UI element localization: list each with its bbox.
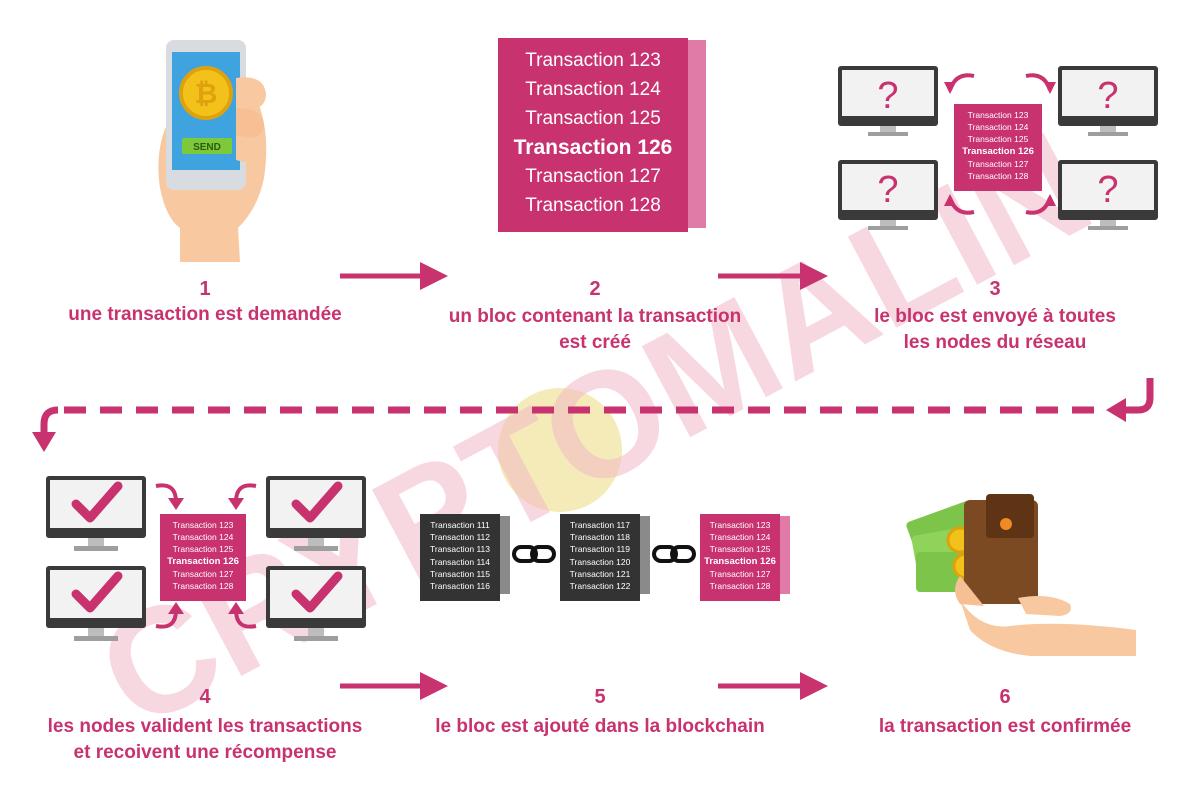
chain-block-shadow [780,516,790,594]
node-monitor-validated [266,566,366,641]
question-icon: ? [1097,169,1118,211]
check-icon [291,571,343,613]
step-4-caption: les nodes valident les transactions et r… [20,714,390,766]
block-transaction: Transaction 120 [569,556,631,567]
validation-arrows [155,483,257,629]
block-transaction: Transaction 118 [569,532,630,543]
step-2-caption-line: un bloc contenant la transaction [448,306,742,327]
block-transaction: Transaction 111 [430,520,490,530]
broadcast-block: Transaction 123 Transaction 124 Transact… [954,104,1042,191]
step-1-caption-line: une transaction est demandée [68,304,342,325]
step-1-caption: une transaction est demandée [40,302,370,328]
block-transaction: Transaction 127 [709,568,771,579]
wallet-hand-illustration [906,494,1136,656]
block-transaction: Transaction 125 [709,544,771,555]
block-transaction: Transaction 128 [172,581,234,592]
step-3-caption-line: le bloc est envoyé à toutes [874,306,1116,327]
block-transaction: Transaction 116 [429,581,490,592]
step-1-number: 1 [199,278,211,300]
step-4-caption-line: les nodes valident les transactions [47,716,363,737]
block-transaction: Transaction 121 [569,568,631,579]
broadcast-arrows [944,73,1056,215]
block-transaction: Transaction 128 [525,195,661,216]
step-2-number: 2 [589,278,601,300]
check-icon [71,571,123,613]
new-block: Transaction 123 Transaction 124 Transact… [498,38,688,232]
block-transaction: Transaction 119 [569,544,630,555]
step-5-number: 5 [594,686,606,708]
step-3-caption-line: les nodes du réseau [903,332,1087,353]
hand-phone-illustration: ₿ SEND [158,40,267,262]
chain-link-icon [512,545,556,563]
step-2-caption: un bloc contenant la transaction est cré… [420,304,770,356]
validated-block: Transaction 123 Transaction 124 Transact… [160,514,246,601]
svg-text:₿: ₿ [195,78,218,109]
chain-block: Transaction 111 Transaction 112 Transact… [420,514,500,601]
block-transaction: Transaction 124 [967,122,1029,133]
new-chain-block: Transaction 123 Transaction 124 Transact… [700,514,780,601]
node-monitor: ? [838,160,938,230]
node-monitor-validated [46,476,146,551]
send-button-label: SEND [193,142,221,153]
block-transaction: Transaction 125 [967,134,1029,145]
chain-link-icon [652,545,696,563]
bitcoin-icon [179,66,233,120]
block-transaction-highlight: Transaction 126 [513,136,673,159]
question-icon: ? [1097,75,1118,117]
block-transaction: Transaction 123 [967,110,1029,120]
step-5-caption-line: le bloc est ajouté dans la blockchain [435,716,765,737]
block-transaction-highlight: Transaction 126 [167,555,239,567]
node-monitor: ? [1058,160,1158,230]
chain-block: Transaction 117 Transaction 118 Transact… [560,514,640,601]
chain-block-shadow [500,516,510,594]
block-transaction: Transaction 117 [569,520,630,530]
block-transaction: Transaction 113 [429,544,490,555]
block-transaction: Transaction 114 [429,556,490,567]
block-transaction: Transaction 127 [172,568,234,579]
node-monitor-validated [266,476,366,551]
block-transaction: Transaction 125 [172,544,234,555]
question-icon: ? [877,75,898,117]
node-monitor: ? [838,66,938,136]
block-shadow [688,40,706,228]
block-transaction: Transaction 123 [172,520,234,530]
check-icon [71,481,123,523]
block-transaction: Transaction 128 [967,171,1029,182]
block-transaction: Transaction 124 [172,532,234,543]
block-transaction: Transaction 123 [709,520,771,530]
step-6-caption-line: la transaction est confirmée [878,716,1132,737]
step-6-number: 6 [999,686,1011,708]
block-transaction: Transaction 124 [709,532,771,543]
step-3-caption: le bloc est envoyé à toutes les nodes du… [830,304,1160,356]
block-transaction: Transaction 124 [525,79,661,100]
chain-block-shadow [640,516,650,594]
block-transaction-highlight: Transaction 126 [704,555,776,567]
node-monitor-validated [46,566,146,641]
block-transaction: Transaction 122 [569,581,631,592]
step-6-caption: la transaction est confirmée [840,714,1170,740]
block-transaction: Transaction 127 [525,166,661,187]
block-transaction: Transaction 115 [429,568,490,579]
step-4-caption-line: et recoivent une récompense [73,742,337,763]
question-icon: ? [877,169,898,211]
step-5-caption: le bloc est ajouté dans la blockchain [410,714,790,740]
step-4-number: 4 [199,686,211,708]
node-monitor: ? [1058,66,1158,136]
block-transaction: Transaction 127 [967,158,1029,169]
block-transaction-highlight: Transaction 126 [962,145,1034,157]
block-transaction: Transaction 112 [429,532,490,543]
block-transaction: Transaction 123 [525,50,661,71]
block-transaction: Transaction 125 [525,108,661,129]
step-3-number: 3 [989,278,1001,300]
block-transaction: Transaction 128 [709,581,771,592]
check-icon [291,481,343,523]
step-2-caption-line: est créé [559,332,631,353]
